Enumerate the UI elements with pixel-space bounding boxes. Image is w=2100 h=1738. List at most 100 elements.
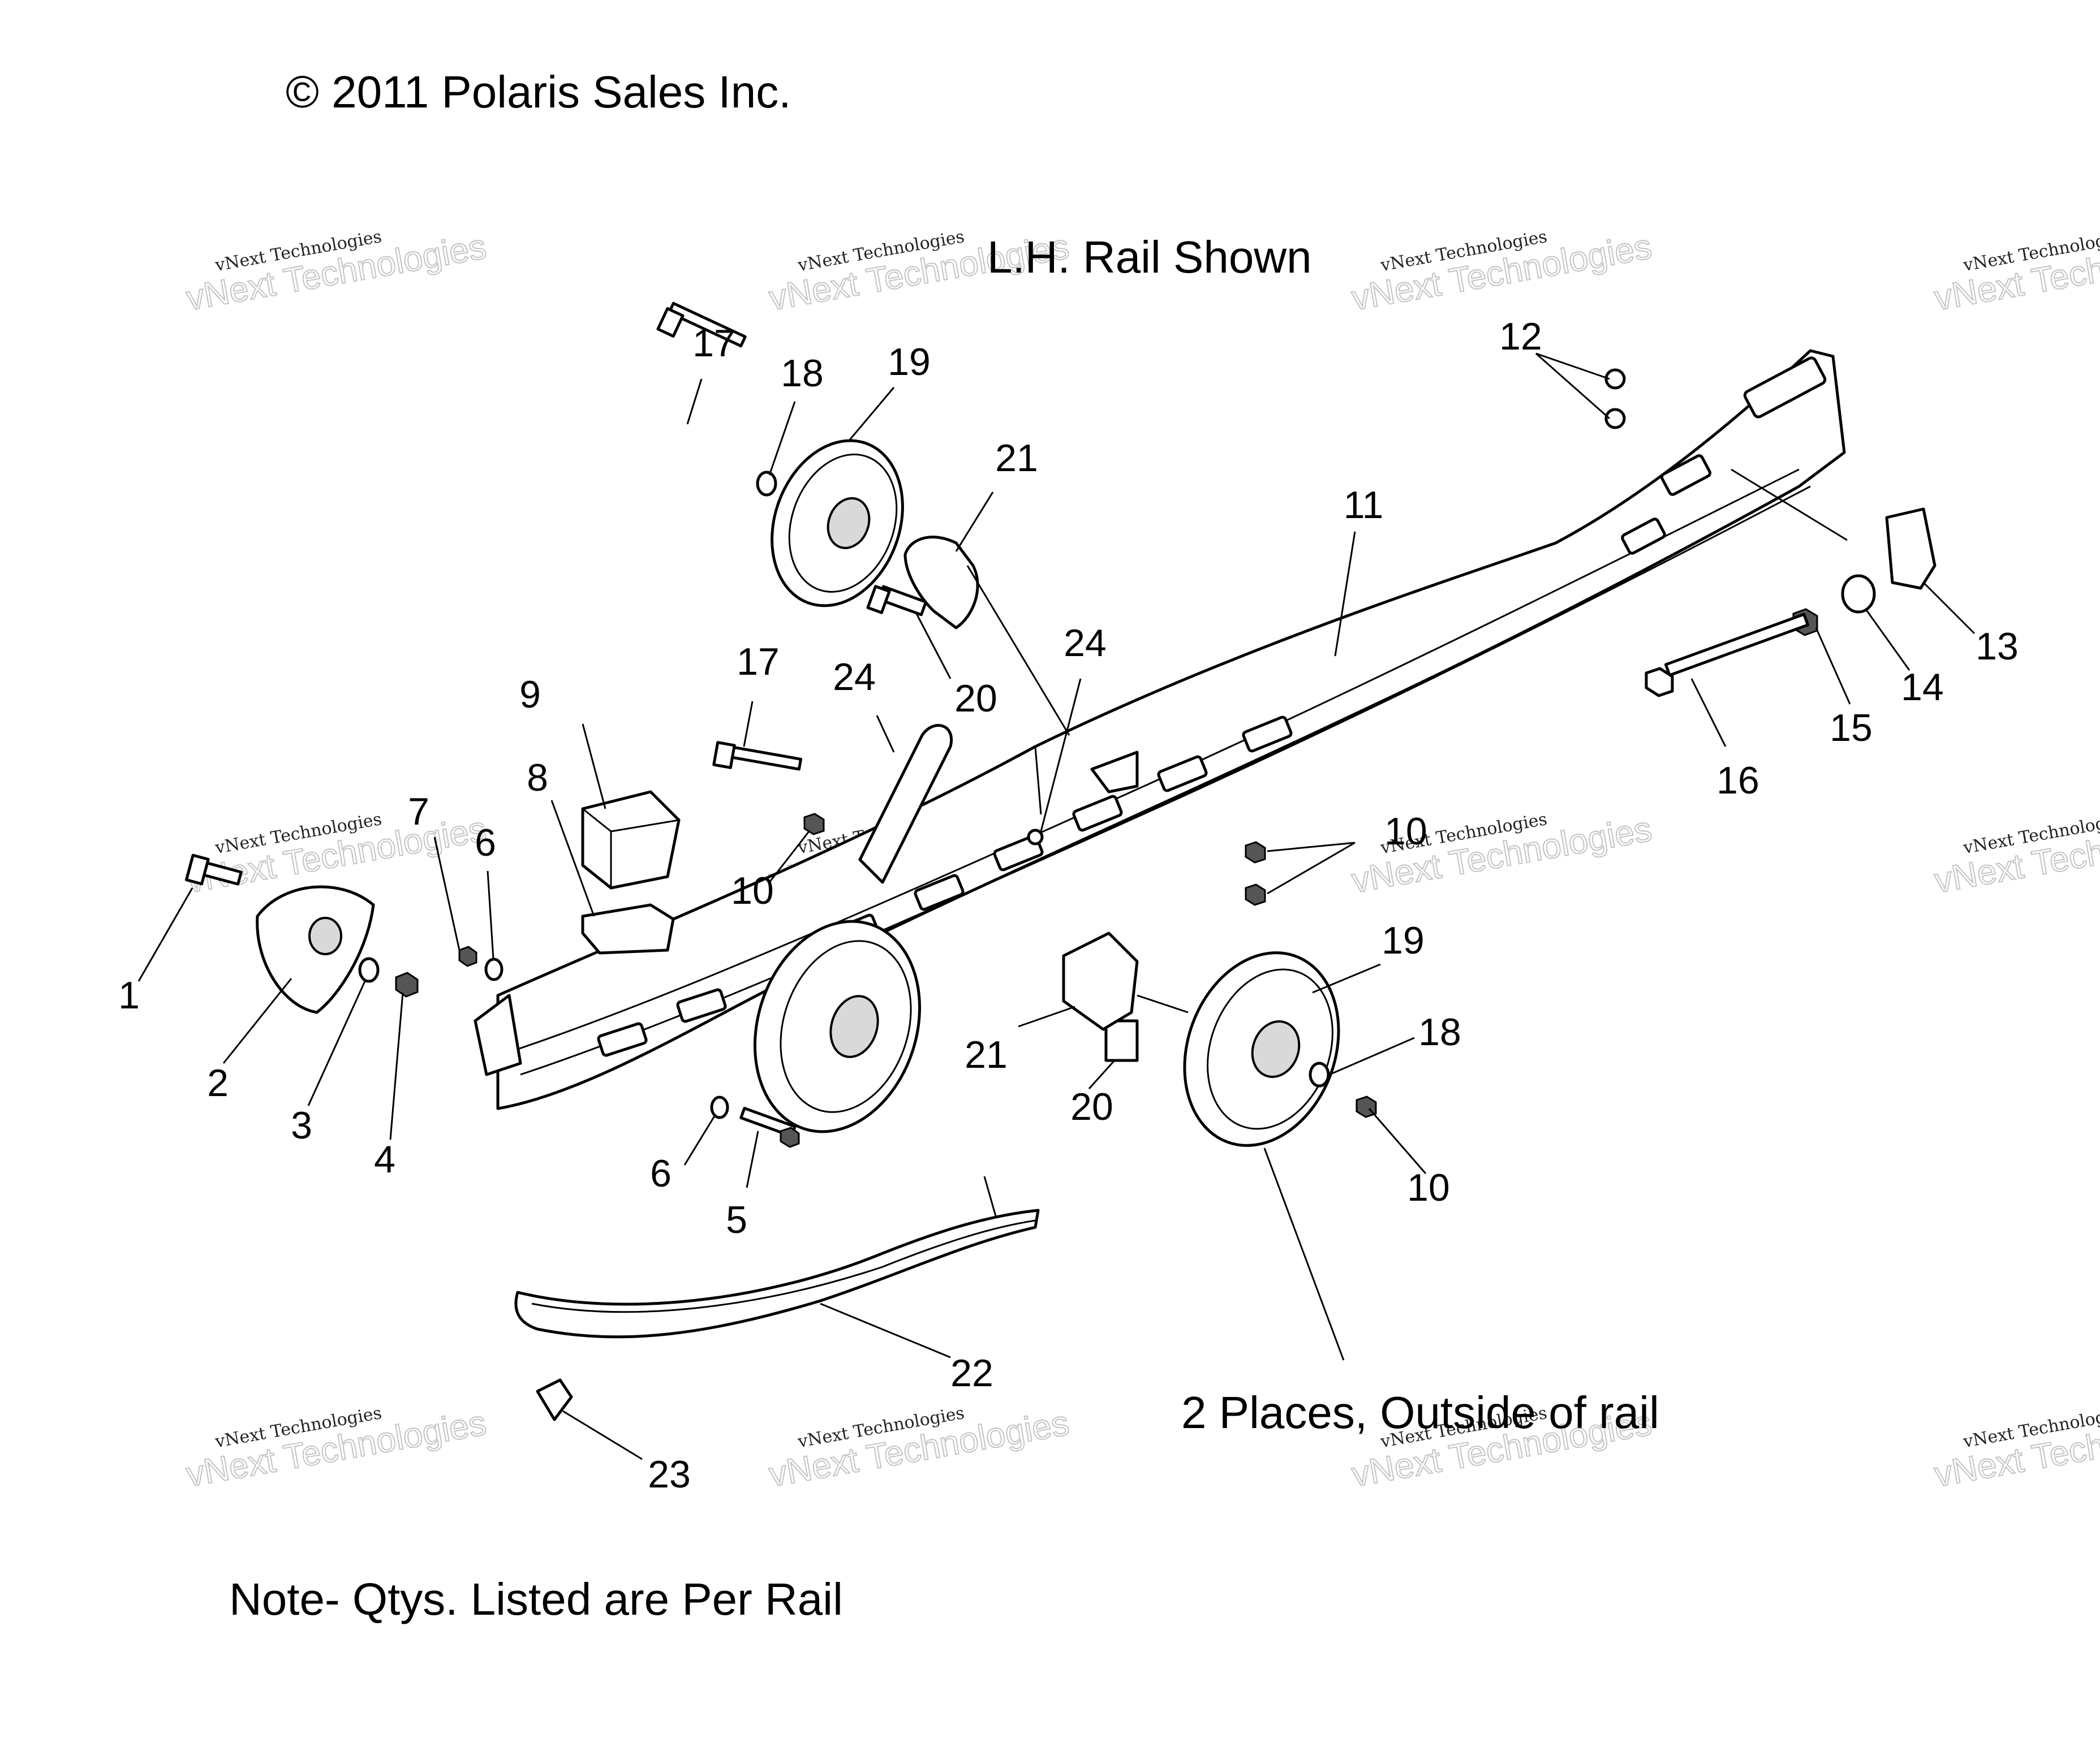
leader-line	[768, 831, 810, 883]
part-plate-24	[858, 724, 953, 884]
part-bolt-20	[1104, 1019, 1139, 1062]
bolt-head	[185, 853, 210, 886]
watermark: vNext Technologies vNext Technologies	[765, 1403, 1072, 1495]
leader-line	[1731, 468, 1848, 541]
rail-slot	[1660, 454, 1712, 496]
rail-edge-line	[1034, 746, 1042, 815]
leader-line	[966, 565, 1070, 736]
part-washer-18	[756, 471, 777, 497]
callout-6: 6	[475, 821, 496, 864]
leader-line	[1137, 994, 1189, 1014]
hyfax-body	[514, 1209, 1040, 1339]
callout-21: 21	[965, 1033, 1008, 1076]
callout-19: 19	[1382, 919, 1425, 962]
part-spacer-14	[1841, 574, 1876, 614]
leader-line	[1312, 963, 1381, 994]
leader-line	[1040, 678, 1082, 832]
block-edge	[582, 808, 679, 888]
leader-line	[1866, 610, 1910, 671]
callout-8: 8	[527, 756, 548, 799]
leader-line	[550, 800, 595, 917]
leader-line	[686, 378, 703, 425]
wheel-rim	[780, 940, 912, 1113]
callout-17: 17	[737, 640, 780, 683]
callout-23: 23	[648, 1453, 691, 1496]
callout-11: 11	[1344, 484, 1384, 527]
rail-tip-cap-hole	[308, 917, 342, 955]
leader-line	[768, 401, 796, 476]
diagram-title: L.H. Rail Shown	[987, 232, 1312, 282]
part-washer-3	[358, 957, 380, 983]
watermark: vNext Technologies vNext Technologies	[183, 1403, 489, 1495]
callout-numbers: 1 2 3 4 5 6 6 7 8 9 10 10 10 10 11 12 13…	[118, 315, 2019, 1496]
leader-line	[137, 887, 193, 982]
part-stud-24	[1027, 829, 1044, 846]
callout-21: 21	[995, 437, 1038, 480]
part-bolt-20	[866, 585, 928, 616]
annotation-two-places: 2 Places, Outside of rail	[1181, 1387, 1659, 1438]
rail-slot	[1090, 751, 1139, 793]
idler-wheel-front	[753, 920, 922, 1133]
rail-slot	[1242, 715, 1293, 753]
leader-line	[1535, 352, 1610, 420]
callout-19: 19	[888, 340, 931, 383]
bolt-nut	[780, 1127, 800, 1148]
leader-line	[743, 701, 754, 747]
part-nut-4	[395, 972, 419, 998]
leader-line	[876, 715, 895, 753]
rail-slot	[597, 1022, 648, 1057]
leader-line	[1329, 1037, 1415, 1076]
callout-10: 10	[1407, 1166, 1450, 1209]
copyright-text: © 2011 Polaris Sales Inc.	[286, 67, 791, 117]
leader-line	[487, 870, 494, 959]
leader-line	[1368, 1108, 1427, 1174]
watermark: vNext Technologies vNext Technologies	[1348, 226, 1655, 318]
part-washer-18	[1309, 1062, 1330, 1088]
part-washer-6	[484, 958, 504, 981]
callout-3: 3	[291, 1104, 312, 1147]
leader-line	[1263, 1148, 1345, 1361]
rail-slot	[993, 834, 1044, 872]
leader-line	[1334, 531, 1356, 657]
part-nut-10	[1245, 883, 1266, 906]
leader-line	[820, 1303, 951, 1359]
bolt-shank	[668, 301, 747, 348]
rail-slot	[676, 988, 727, 1023]
slide-rail	[474, 349, 1846, 1110]
callout-18: 18	[781, 352, 824, 395]
callout-24: 24	[833, 655, 876, 698]
leader-line	[1018, 1006, 1075, 1028]
bolt-head	[866, 585, 891, 614]
callout-18: 18	[1418, 1011, 1461, 1054]
callout-20: 20	[954, 677, 997, 720]
watermark: vNext Technologies vNext Technologies	[183, 226, 489, 318]
idler-wheel-lower	[1183, 951, 1340, 1147]
leader-line	[433, 836, 461, 951]
watermark: vNext Technologies vNext Technologies	[1931, 1403, 2100, 1495]
part-nut-10	[803, 813, 825, 835]
hyfax-wear-strip	[514, 1176, 1040, 1339]
leader-line	[562, 1410, 643, 1460]
wheel-hub	[829, 995, 879, 1058]
rail-slots	[597, 356, 1827, 1057]
leader-line	[683, 1114, 717, 1166]
callout-10: 10	[1384, 810, 1427, 853]
watermark: vNext Technologies vNext Technologies	[1931, 226, 2100, 318]
leader-lines	[137, 352, 1976, 1460]
part-bracket-8	[581, 903, 675, 955]
bolt-head	[656, 307, 685, 338]
callout-20: 20	[1070, 1085, 1113, 1128]
callout-7: 7	[408, 790, 429, 833]
part-bolt-5	[739, 1106, 800, 1148]
wheel-hub	[1251, 1020, 1301, 1078]
leader-line	[1267, 842, 1355, 852]
callout-17: 17	[692, 322, 735, 365]
leader-line	[389, 992, 404, 1140]
rail-slot	[914, 874, 965, 911]
bolt-head	[1645, 667, 1674, 697]
callout-6: 6	[650, 1152, 672, 1195]
rail-slot	[1157, 755, 1208, 792]
idler-wheel-upper	[771, 439, 904, 607]
part-rivet-23	[536, 1378, 573, 1421]
